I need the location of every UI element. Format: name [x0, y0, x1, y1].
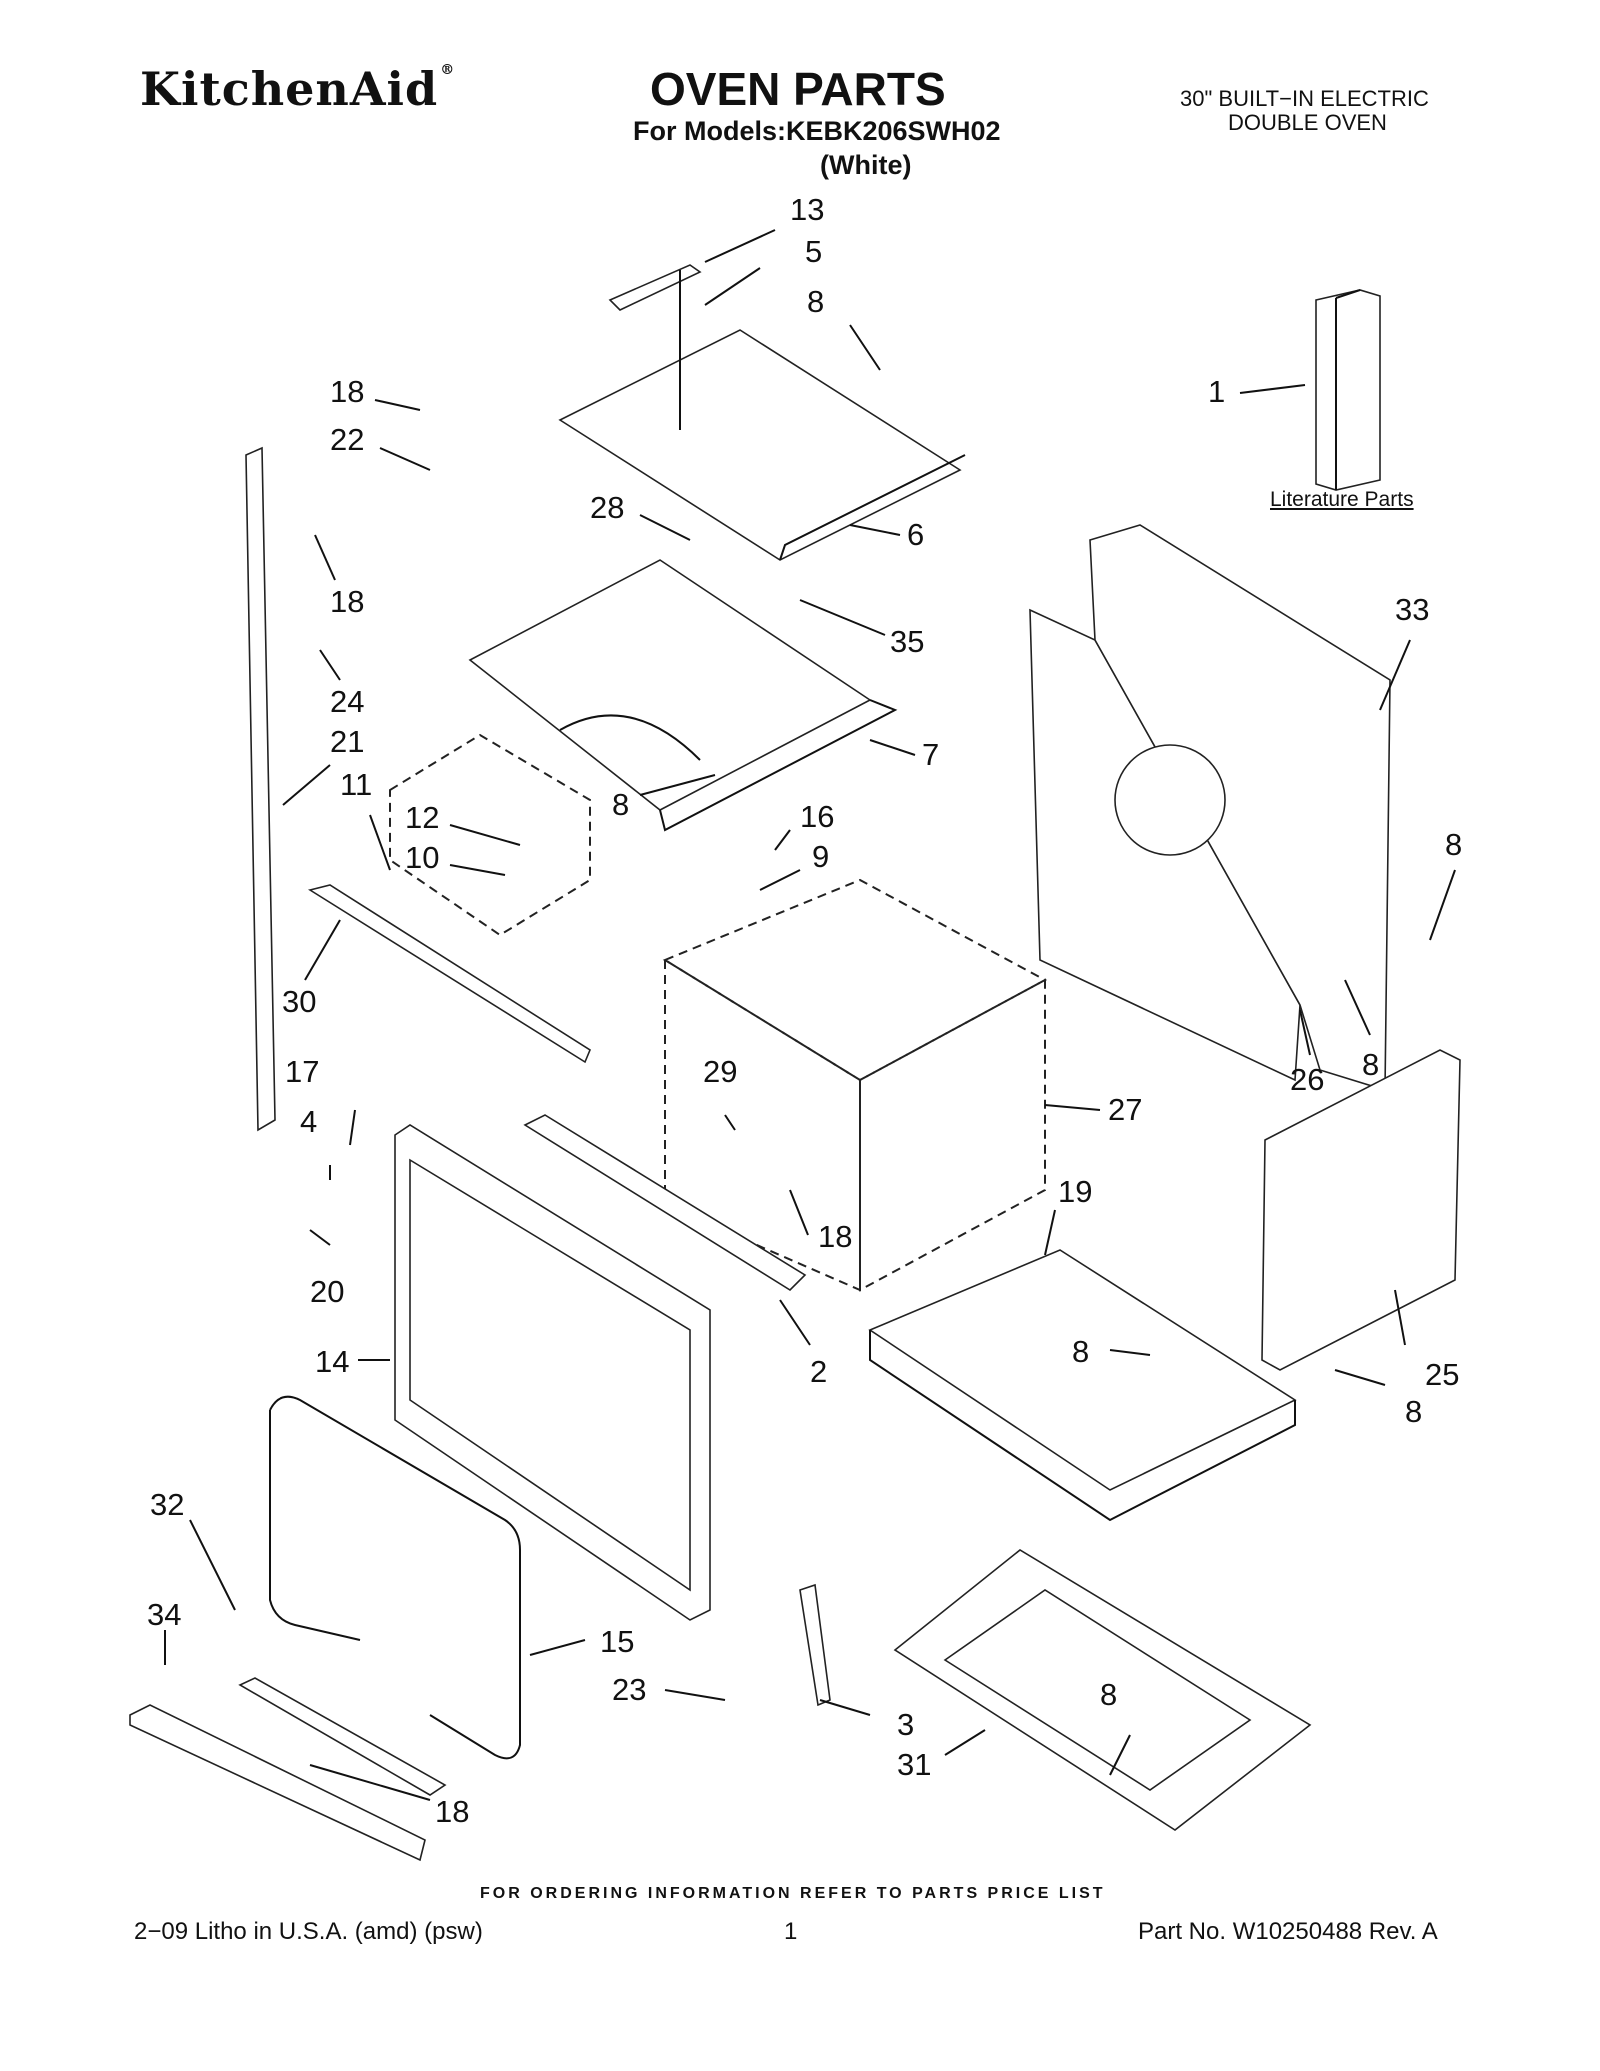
literature-booklet-drawing — [1315, 289, 1381, 491]
light-assembly-outline — [389, 733, 591, 937]
callout-label: 29 — [703, 1054, 737, 1089]
callout-label: 31 — [897, 1747, 931, 1782]
callout-label: 10 — [405, 840, 439, 875]
middle-panel-drawing — [468, 559, 898, 832]
callout-label: 19 — [1058, 1174, 1092, 1209]
bracket-drawing — [799, 1583, 831, 1707]
callout-label: 21 — [330, 724, 364, 759]
callout-label: 27 — [1108, 1092, 1142, 1127]
callout-label: 25 — [1425, 1357, 1459, 1392]
callout-label: 6 — [907, 517, 924, 552]
callout-label: 3 — [897, 1707, 914, 1742]
callout-label: 8 — [807, 284, 824, 319]
callout-label: 8 — [1445, 827, 1462, 862]
bottom-vent-drawing — [129, 1704, 426, 1862]
callout-label: 18 — [330, 374, 364, 409]
brand-name: KitchenAid — [140, 62, 439, 116]
product-type-line2: DOUBLE OVEN — [1228, 110, 1387, 135]
model-number: For Models:KEBK206SWH02 — [633, 116, 1001, 146]
callout-label: 35 — [890, 624, 924, 659]
callout-label: 17 — [285, 1054, 319, 1089]
callout-label: 7 — [922, 737, 939, 772]
callout-label: 18 — [435, 1794, 469, 1829]
callout-label: 9 — [812, 839, 829, 874]
callout-label: 13 — [790, 192, 824, 227]
product-type-line1: 30" BUILT−IN ELECTRIC — [1180, 86, 1429, 111]
oven-shelf-drawing — [868, 1249, 1297, 1522]
page-number: 1 — [784, 1918, 798, 1945]
callout-label: 8 — [1362, 1047, 1379, 1082]
litho-note: 2−09 Litho in U.S.A. (amd) (psw) — [134, 1918, 483, 1945]
callout-label: 14 — [315, 1344, 349, 1379]
callout-leaders — [164, 229, 1456, 1801]
page-title: OVEN PARTS — [650, 63, 946, 115]
callout-label: 22 — [330, 422, 364, 457]
brand-logo: KitchenAid® — [140, 62, 455, 116]
callout-label: 34 — [147, 1597, 181, 1632]
callout-label: 20 — [310, 1274, 344, 1309]
rear-panel-drawing — [1029, 524, 1391, 1092]
callout-label: 4 — [300, 1104, 317, 1139]
callout-label: 18 — [330, 584, 364, 619]
oven-cavity-drawing — [662, 878, 1048, 1292]
callout-label: 8 — [1405, 1394, 1422, 1429]
left-side-rail-drawing — [245, 446, 276, 1132]
callout-label: 8 — [1100, 1677, 1117, 1712]
callout-label: 33 — [1395, 592, 1429, 627]
callout-label: 18 — [818, 1219, 852, 1254]
insulation-strip-drawing — [238, 1677, 447, 1796]
side-panel-drawing — [1261, 1049, 1461, 1371]
callout-label: 32 — [150, 1487, 184, 1522]
callout-label: 23 — [612, 1672, 646, 1707]
door-gasket-drawing — [269, 1395, 521, 1760]
vent-trim-drawing — [307, 884, 591, 1064]
callout-label: 2 — [810, 1354, 827, 1389]
callout-label: 26 — [1290, 1062, 1324, 1097]
top-trim-drawing — [523, 1114, 807, 1292]
callout-label: 12 — [405, 800, 439, 835]
callout-labels: 13 5 8 18 22 1 28 6 18 35 33 24 21 7 11 … — [147, 192, 1462, 1829]
callout-label: 1 — [1208, 374, 1225, 409]
registered-mark: ® — [440, 62, 456, 78]
callout-label: 16 — [800, 799, 834, 834]
top-panel-drawing — [558, 264, 966, 561]
callout-label: 15 — [600, 1624, 634, 1659]
callout-label: 5 — [805, 234, 822, 269]
callout-label: 30 — [282, 984, 316, 1019]
callout-label: 11 — [340, 767, 372, 802]
model-color: (White) — [820, 150, 912, 180]
callout-label: 28 — [590, 490, 624, 525]
callout-label: 24 — [330, 684, 364, 719]
literature-parts-label: Literature Parts — [1270, 488, 1414, 511]
callout-label: 8 — [612, 787, 629, 822]
door-frame-drawing — [394, 1124, 711, 1621]
ordering-note: FOR ORDERING INFORMATION REFER TO PARTS … — [480, 1885, 1106, 1902]
bottom-pan-drawing — [893, 1549, 1312, 1831]
callout-label: 8 — [1072, 1334, 1089, 1369]
part-number: Part No. W10250488 Rev. A — [1138, 1918, 1438, 1945]
